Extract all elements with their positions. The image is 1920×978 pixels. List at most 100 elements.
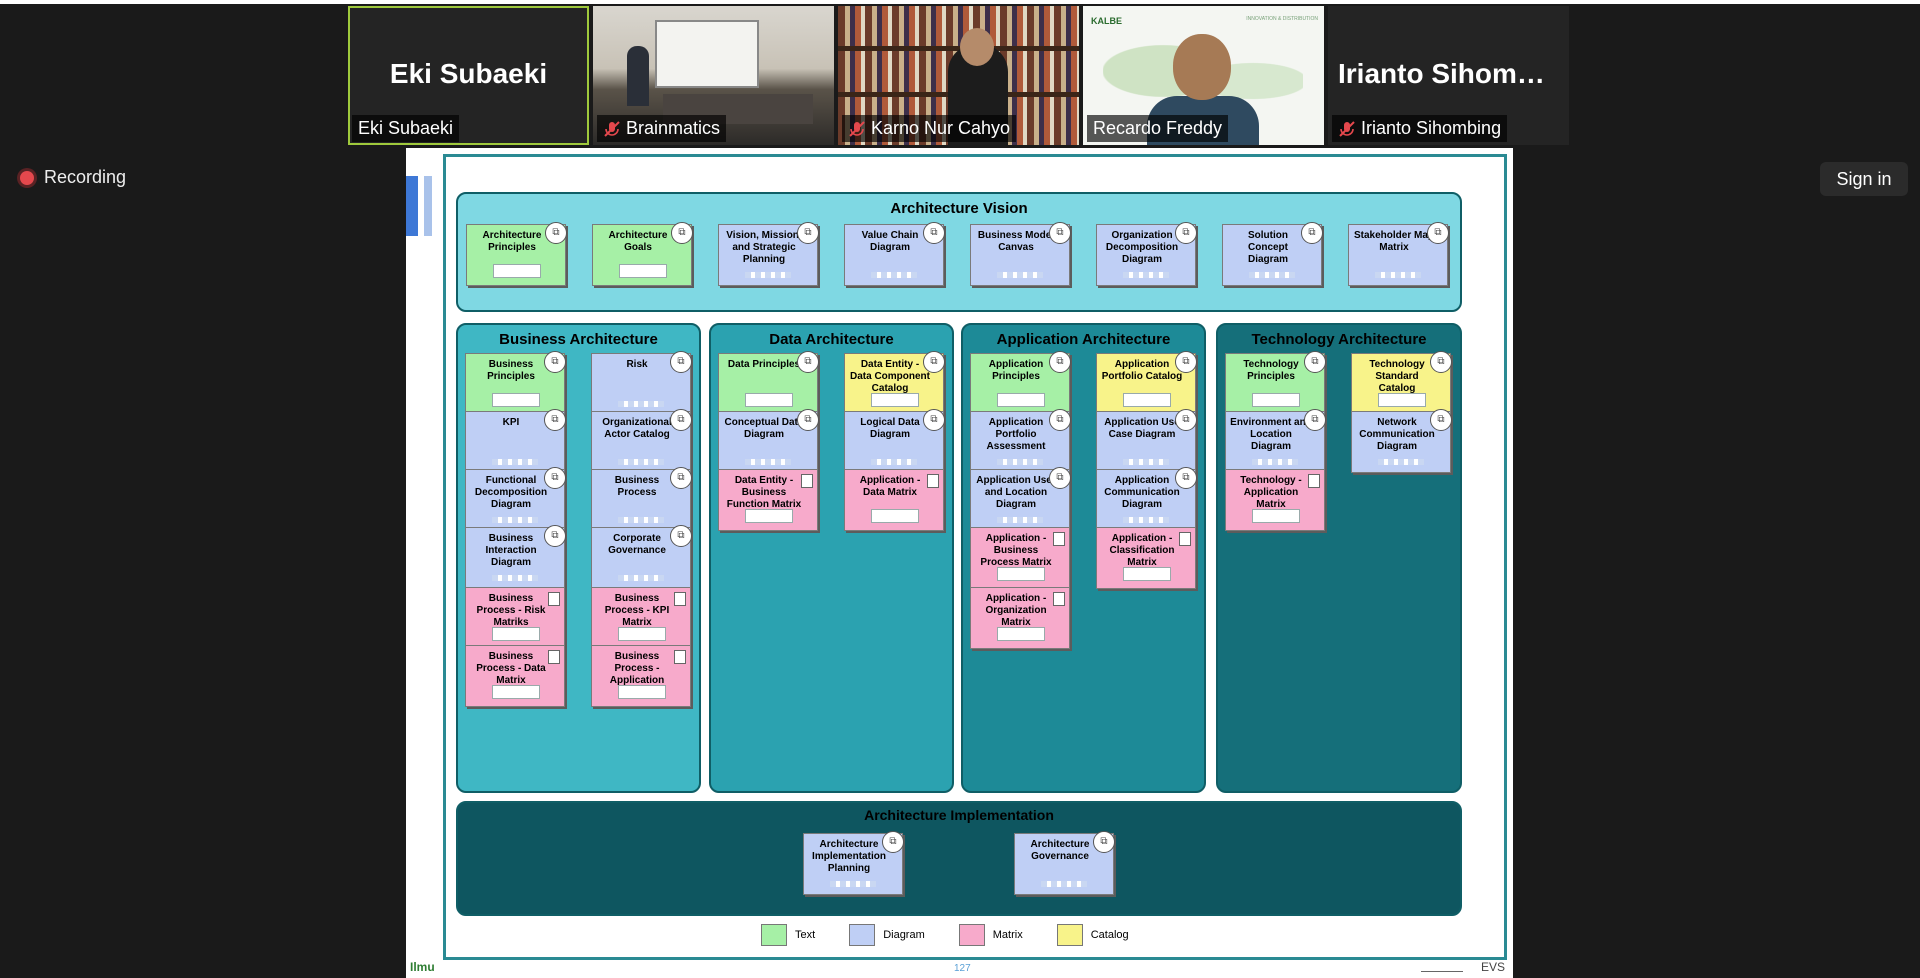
artifact-label: Application Communication Diagram [1104,475,1180,510]
artifact-label: Application - Business Process Matrix [980,533,1052,568]
artifact-label: Application Use Case Diagram [1104,417,1180,440]
artifact-link-icon: ⧉ [923,351,945,373]
link-glyph: ⧉ [889,836,897,847]
artifact-card: Data Entity - Business Function Matrix [718,469,818,531]
participant-avatar-name: Irianto Sihombi... [1338,58,1566,89]
participant-name: Irianto Sihombing [1361,118,1502,138]
artifact-thumbnail [1378,459,1424,465]
section-title: Architecture Vision [890,200,1028,217]
recording-indicator[interactable]: Recording [20,167,126,188]
artifact-link-icon: ⧉ [797,351,819,373]
artifact-card: Business Process - Data Matrix [465,645,565,707]
artifact-label: Architecture Principles [482,230,542,253]
legend-label: Matrix [992,929,1023,941]
section-title: Application Architecture [996,331,1171,348]
artifact-card: Application Communication Diagram⧉ [1096,467,1197,531]
legend-label: Catalog [1090,929,1129,941]
artifact-card: Application - Data Matrix [844,469,944,531]
artifact-thumbnail [618,459,664,465]
artifact-link-icon: ⧉ [1304,409,1326,431]
artifact-thumbnail [1123,393,1171,407]
window-top-edge [0,0,1920,4]
artifact-link-icon: ⧉ [1049,222,1071,244]
participant-tile-karno[interactable]: Karno Nur Cahyo [838,6,1079,145]
artifact-thumbnail [493,264,541,278]
link-glyph: ⧉ [551,356,559,367]
participant-name-label: Recardo Freddy [1087,115,1229,142]
artifact-link-icon: ⧉ [1427,222,1449,244]
document-icon [1308,474,1320,488]
artifact-thumbnail [492,627,540,641]
artifact-label: Data Principles [727,359,801,370]
shared-screen-slide: Architecture Vision Architecture Princip… [406,148,1513,978]
participant-tile-brainmatics[interactable]: Brainmatics [593,6,834,145]
section-title: Technology Architecture [1251,331,1427,348]
artifact-card: Risk⧉ [591,351,692,415]
legend-label: Diagram [883,929,925,941]
artifact-link-icon: ⧉ [1304,351,1326,373]
artifact-label: Architecture Governance [1030,839,1090,862]
artifact-label: Data Entity - Data Component Catalog [850,359,930,394]
link-glyph: ⧉ [804,414,812,425]
artifact-label: KPI [502,417,520,428]
document-icon [548,592,560,606]
artifact-label: Vision, Mission, and Strategic Planning [726,230,802,265]
artifact-link-icon: ⧉ [670,351,692,373]
footer-right-logo: EVS [1480,960,1505,974]
artifact-label: Business Model Canvas [977,230,1055,253]
document-icon [674,650,686,664]
link-glyph: ⧉ [930,356,938,367]
artifact-thumbnail [492,685,540,699]
artifact-card: Application Use Case Diagram⧉ [1096,409,1197,473]
artifact-link-icon: ⧉ [1301,222,1323,244]
participant-name-label: Irianto Sihombing [1332,115,1508,142]
artifact-thumbnail [745,459,791,465]
artifact-label: Business Process - Data Matrix [476,651,546,686]
artifact-link-icon: ⧉ [1093,831,1115,853]
artifact-thumbnail [745,393,793,407]
link-glyph: ⧉ [552,227,560,238]
participant-name: Karno Nur Cahyo [871,118,1011,138]
artifact-link-icon: ⧉ [1049,409,1071,431]
recording-label: Recording [44,167,127,187]
artifact-label: Architecture Goals [608,230,668,253]
section-technology-architecture: Technology Architecture Technology Princ… [1216,323,1462,793]
artifact-card: Network Communication Diagram⧉ [1351,409,1452,473]
link-glyph: ⧉ [804,356,812,367]
document-icon [801,474,813,488]
artifact-thumbnail [997,272,1043,278]
participant-tile-irianto[interactable]: Irianto Sihombi... Irianto Sihombing [1328,6,1569,145]
link-glyph: ⧉ [1056,472,1064,483]
link-glyph: ⧉ [1437,414,1445,425]
artifact-link-icon: ⧉ [923,409,945,431]
section-data-architecture: Data Architecture Data Principles⧉Data E… [709,323,954,793]
artifact-label: Business Process [614,475,660,498]
speaker-head [960,28,994,66]
link-glyph: ⧉ [551,530,559,541]
participant-name-label: Karno Nur Cahyo [842,115,1017,142]
link-glyph: ⧉ [551,414,559,425]
artifact-thumbnail [1375,272,1421,278]
artifact-label: Business Principles [487,359,535,382]
mic-muted-icon [849,120,865,137]
sign-in-button[interactable]: Sign in [1820,162,1908,196]
artifact-label: Corporate Governance [608,533,666,556]
link-glyph: ⧉ [1056,356,1064,367]
artifact-link-icon: ⧉ [545,222,567,244]
link-glyph: ⧉ [551,472,559,483]
artifact-card: Organization Decomposition Diagram⧉ [1096,222,1197,286]
artifact-link-icon: ⧉ [1175,351,1197,373]
section-architecture-implementation: Architecture Implementation Architecture… [456,801,1462,916]
legend-item: Catalog [1056,924,1129,946]
participant-tile-recardo[interactable]: KALBE INNOVATION & DISTRIBUTION Recardo … [1083,6,1324,145]
artifact-link-icon: ⧉ [1175,222,1197,244]
legend-item: Matrix [958,924,1023,946]
artifact-card: Environment and Location Diagram⧉ [1225,409,1326,473]
participant-tile-eki[interactable]: Eki Subaeki Eki Subaeki [348,6,589,145]
speaker-face [1173,34,1231,100]
artifact-thumbnail [492,459,538,465]
kalbe-logo: KALBE [1091,16,1122,26]
artifact-card: Application Portfolio Catalog⧉ [1096,351,1197,415]
artifact-label: Technology Standard Catalog [1369,359,1425,394]
